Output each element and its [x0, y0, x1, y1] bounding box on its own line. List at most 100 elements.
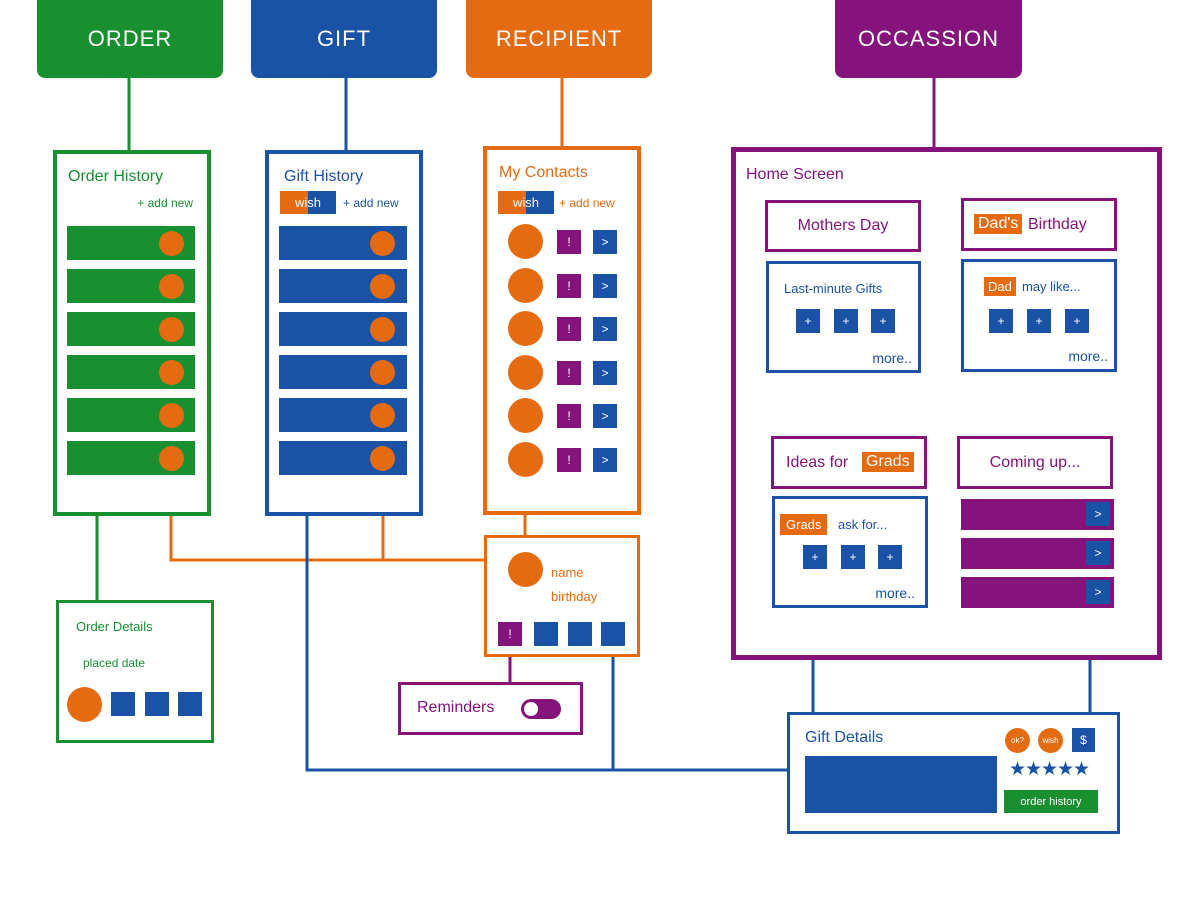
plus-icon: + [1073, 314, 1081, 328]
order-history-row[interactable] [67, 398, 195, 432]
dad-add-1[interactable]: + [989, 309, 1013, 333]
order-history-button[interactable]: order history [1004, 790, 1098, 813]
contact-action-button-2[interactable] [568, 622, 592, 646]
dad-add-2[interactable]: + [1027, 309, 1051, 333]
price-badge[interactable]: $ [1072, 728, 1095, 752]
contact-open-button[interactable]: > [593, 273, 617, 298]
order-status-dot [159, 274, 184, 299]
wish-badge[interactable]: wish [1038, 728, 1063, 753]
contact-alert-button[interactable]: ! [557, 230, 581, 254]
grads-more-link[interactable]: more.. [875, 585, 915, 601]
star-icon[interactable]: ★ [1009, 759, 1027, 780]
star-icon[interactable]: ★ [1057, 759, 1075, 780]
coming-up-row[interactable]: > [961, 538, 1114, 569]
plus-icon: + [879, 314, 887, 328]
contact-row[interactable]: !> [487, 398, 637, 434]
order-header[interactable]: ORDER [37, 0, 223, 78]
chevron-right-icon: > [601, 409, 609, 424]
star-icon[interactable]: ★ [1073, 759, 1091, 780]
order-add-new-link[interactable]: + add new [137, 196, 193, 210]
occasion-header[interactable]: OCCASSION [835, 0, 1022, 78]
contact-open-button[interactable]: > [593, 448, 617, 472]
reminders-toggle[interactable] [521, 699, 561, 719]
coming-up-open-button[interactable]: > [1086, 541, 1110, 565]
contact-open-button[interactable]: > [593, 404, 617, 429]
gift-history-panel: Gift History wish + add new [265, 150, 423, 516]
contact-row[interactable]: !> [487, 267, 637, 304]
contact-alert-button[interactable]: ! [557, 360, 581, 385]
coming-up-open-button[interactable]: > [1086, 502, 1110, 526]
contact-alert-button[interactable]: ! [498, 622, 522, 646]
order-history-row[interactable] [67, 269, 195, 303]
order-history-row[interactable] [67, 441, 195, 475]
order-item-avatar [67, 687, 102, 722]
grads-highlight: Grads [862, 452, 914, 472]
gift-history-row[interactable] [279, 441, 407, 475]
contact-row[interactable]: !> [487, 442, 637, 478]
contact-alert-button[interactable]: ! [557, 273, 581, 298]
coming-up-open-button[interactable]: > [1086, 580, 1110, 604]
order-details-title: Order Details [76, 619, 153, 634]
gift-history-row[interactable] [279, 355, 407, 389]
gift-header[interactable]: GIFT [251, 0, 437, 78]
coming-up-row[interactable]: > [961, 499, 1114, 530]
gift-to-gift-details-line [305, 476, 789, 772]
contacts-add-new-link[interactable]: + add new [559, 196, 615, 210]
contact-row[interactable]: !> [487, 311, 637, 347]
contact-alert-button[interactable]: ! [557, 404, 581, 429]
ok-badge[interactable]: ok? [1005, 728, 1030, 753]
dads-highlight: Dad's [974, 214, 1023, 234]
gift-history-row[interactable] [279, 398, 407, 432]
contacts-wish-tab[interactable]: wish [498, 191, 554, 214]
contact-alert-button[interactable]: ! [557, 317, 581, 342]
contact-open-button[interactable]: > [593, 360, 617, 385]
order-history-row[interactable] [67, 355, 195, 389]
order-detail-action-1[interactable] [111, 692, 135, 716]
order-history-row[interactable] [67, 312, 195, 346]
mothers-day-tile[interactable]: Mothers Day [765, 200, 921, 252]
last-minute-title: Last-minute Gifts [784, 281, 883, 296]
gift-history-row[interactable] [279, 269, 407, 303]
ok-badge-label: ok? [1011, 736, 1024, 745]
order-history-title: Order History [68, 168, 164, 185]
gift-wish-tab[interactable]: wish [280, 191, 336, 214]
star-icon[interactable]: ★ [1041, 759, 1059, 780]
gift-add-new-link[interactable]: + add new [343, 196, 399, 210]
contact-row[interactable]: !> [487, 354, 637, 391]
last-minute-add-3[interactable]: + [871, 309, 895, 333]
contact-alert-button[interactable]: ! [557, 448, 581, 472]
coming-up-row[interactable]: > [961, 577, 1114, 608]
order-detail-action-2[interactable] [145, 692, 169, 716]
order-detail-action-3[interactable] [178, 692, 202, 716]
order-status-dot [159, 360, 184, 385]
gift-history-row[interactable] [279, 312, 407, 346]
ideas-for-grads-tile[interactable]: Ideas for Grads [771, 436, 927, 489]
dad-highlight: Dad [984, 277, 1016, 296]
contact-action-button-1[interactable] [534, 622, 558, 646]
grads-add-2[interactable]: + [841, 545, 865, 569]
gift-wish-label: wish [294, 195, 321, 210]
last-minute-more-link[interactable]: more.. [872, 350, 912, 366]
chevron-right-icon: > [1094, 507, 1102, 521]
contact-row[interactable]: !> [487, 224, 637, 260]
plus-icon: + [997, 314, 1005, 328]
last-minute-add-2[interactable]: + [834, 309, 858, 333]
coming-up-tile[interactable]: Coming up... [957, 436, 1113, 489]
dads-birthday-tile[interactable]: Dad's Birthday [961, 198, 1117, 251]
recipient-header[interactable]: RECIPIENT [466, 0, 652, 78]
grads-add-3[interactable]: + [878, 545, 902, 569]
contact-avatar-small [508, 442, 543, 477]
coming-up-label: Coming up... [989, 453, 1081, 471]
star-icon[interactable]: ★ [1025, 759, 1043, 780]
dad-more-link[interactable]: more.. [1068, 348, 1108, 364]
dollar-icon: $ [1080, 733, 1087, 747]
plus-icon: + [1035, 314, 1043, 328]
order-history-row[interactable] [67, 226, 195, 260]
last-minute-add-1[interactable]: + [796, 309, 820, 333]
gift-history-row[interactable] [279, 226, 407, 260]
contact-open-button[interactable]: > [593, 230, 617, 254]
contact-action-button-3[interactable] [601, 622, 625, 646]
contact-open-button[interactable]: > [593, 317, 617, 342]
dad-add-3[interactable]: + [1065, 309, 1089, 333]
grads-add-1[interactable]: + [803, 545, 827, 569]
